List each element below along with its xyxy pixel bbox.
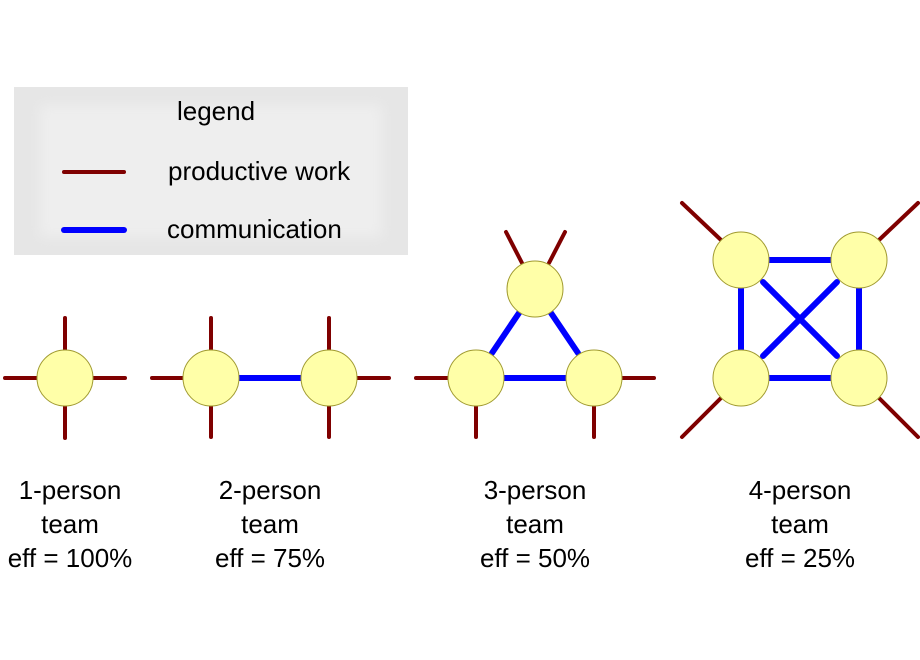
team-3 [414,230,656,439]
team-2-member-node-1 [182,349,240,407]
caption-team-3-line-1: 3-person [484,475,587,505]
team-4-work-line-2 [877,201,920,242]
team-4-member-node-4 [830,349,888,407]
caption-team-2-line-1: 2-person [219,475,322,505]
legend: legend productive work communication [14,87,408,255]
caption-team-3-line-3: eff = 50% [480,543,590,573]
team-2 [150,316,391,439]
team-4-work-line-1 [680,201,723,242]
caption-team-3: 3-person team eff = 50% [480,475,590,573]
team-1-member-node-1 [36,349,94,407]
caption-team-1-line-2: team [41,509,99,539]
caption-team-4-line-2: team [771,509,829,539]
caption-team-4: 4-person team eff = 25% [745,475,855,573]
team-3-communication-line-1 [489,310,522,356]
team-3-member-node-3 [565,349,623,407]
team-4-work-line-3 [680,396,723,439]
caption-team-4-line-3: eff = 25% [745,543,855,573]
legend-work-label: productive work [168,156,351,186]
caption-team-1-line-1: 1-person [19,475,122,505]
caption-team-4-line-1: 4-person [749,475,852,505]
team-4-member-node-2 [830,231,888,289]
team-3-member-node-1 [506,260,564,318]
caption-team-1: 1-person team eff = 100% [8,475,133,573]
team-4 [680,201,920,439]
team-3-communication-line-2 [548,310,581,356]
caption-team-1-line-3: eff = 100% [8,543,133,573]
caption-team-2-line-3: eff = 75% [215,543,325,573]
team-3-work-line-1 [504,230,524,265]
caption-team-2: 2-person team eff = 75% [215,475,325,573]
team-2-member-node-2 [300,349,358,407]
team-4-member-node-3 [712,349,770,407]
team-3-member-node-2 [447,349,505,407]
caption-team-3-line-2: team [506,509,564,539]
team-4-work-line-4 [877,396,920,439]
caption-team-2-line-2: team [241,509,299,539]
team-3-work-line-2 [547,230,567,265]
legend-title: legend [177,96,255,126]
legend-communication-label: communication [167,214,342,244]
team-4-member-node-1 [712,231,770,289]
team-1 [3,316,127,440]
team-4-communication-line-6 [760,279,840,359]
